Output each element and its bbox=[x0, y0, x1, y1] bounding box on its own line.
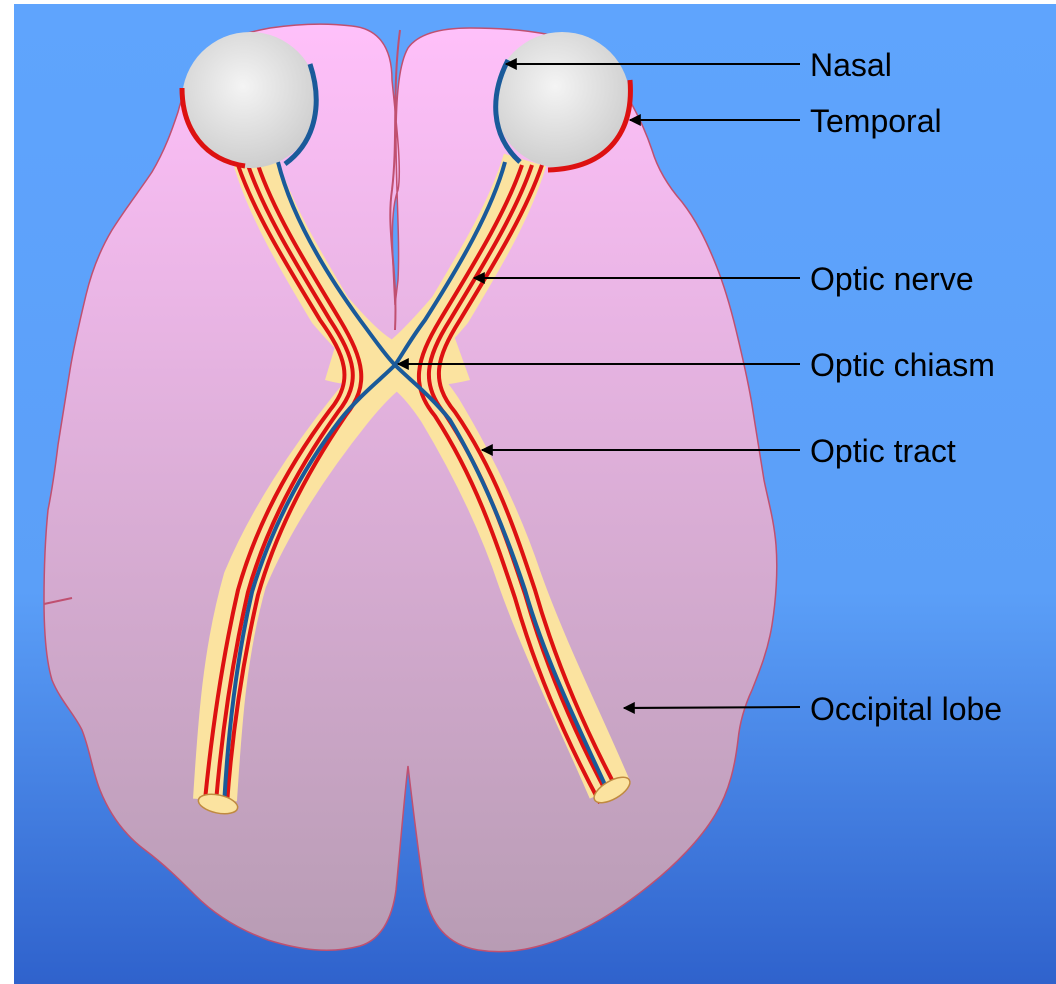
label-temporal: Temporal bbox=[810, 103, 942, 139]
left-eye bbox=[182, 32, 318, 168]
label-optic-tract: Optic tract bbox=[810, 433, 956, 469]
label-nasal: Nasal bbox=[810, 47, 892, 83]
label-occipital-lobe: Occipital lobe bbox=[810, 691, 1002, 727]
label-optic-chiasm: Optic chiasm bbox=[810, 347, 995, 383]
label-optic-nerve: Optic nerve bbox=[810, 261, 974, 297]
occipital-lobe-pointer bbox=[624, 707, 800, 708]
